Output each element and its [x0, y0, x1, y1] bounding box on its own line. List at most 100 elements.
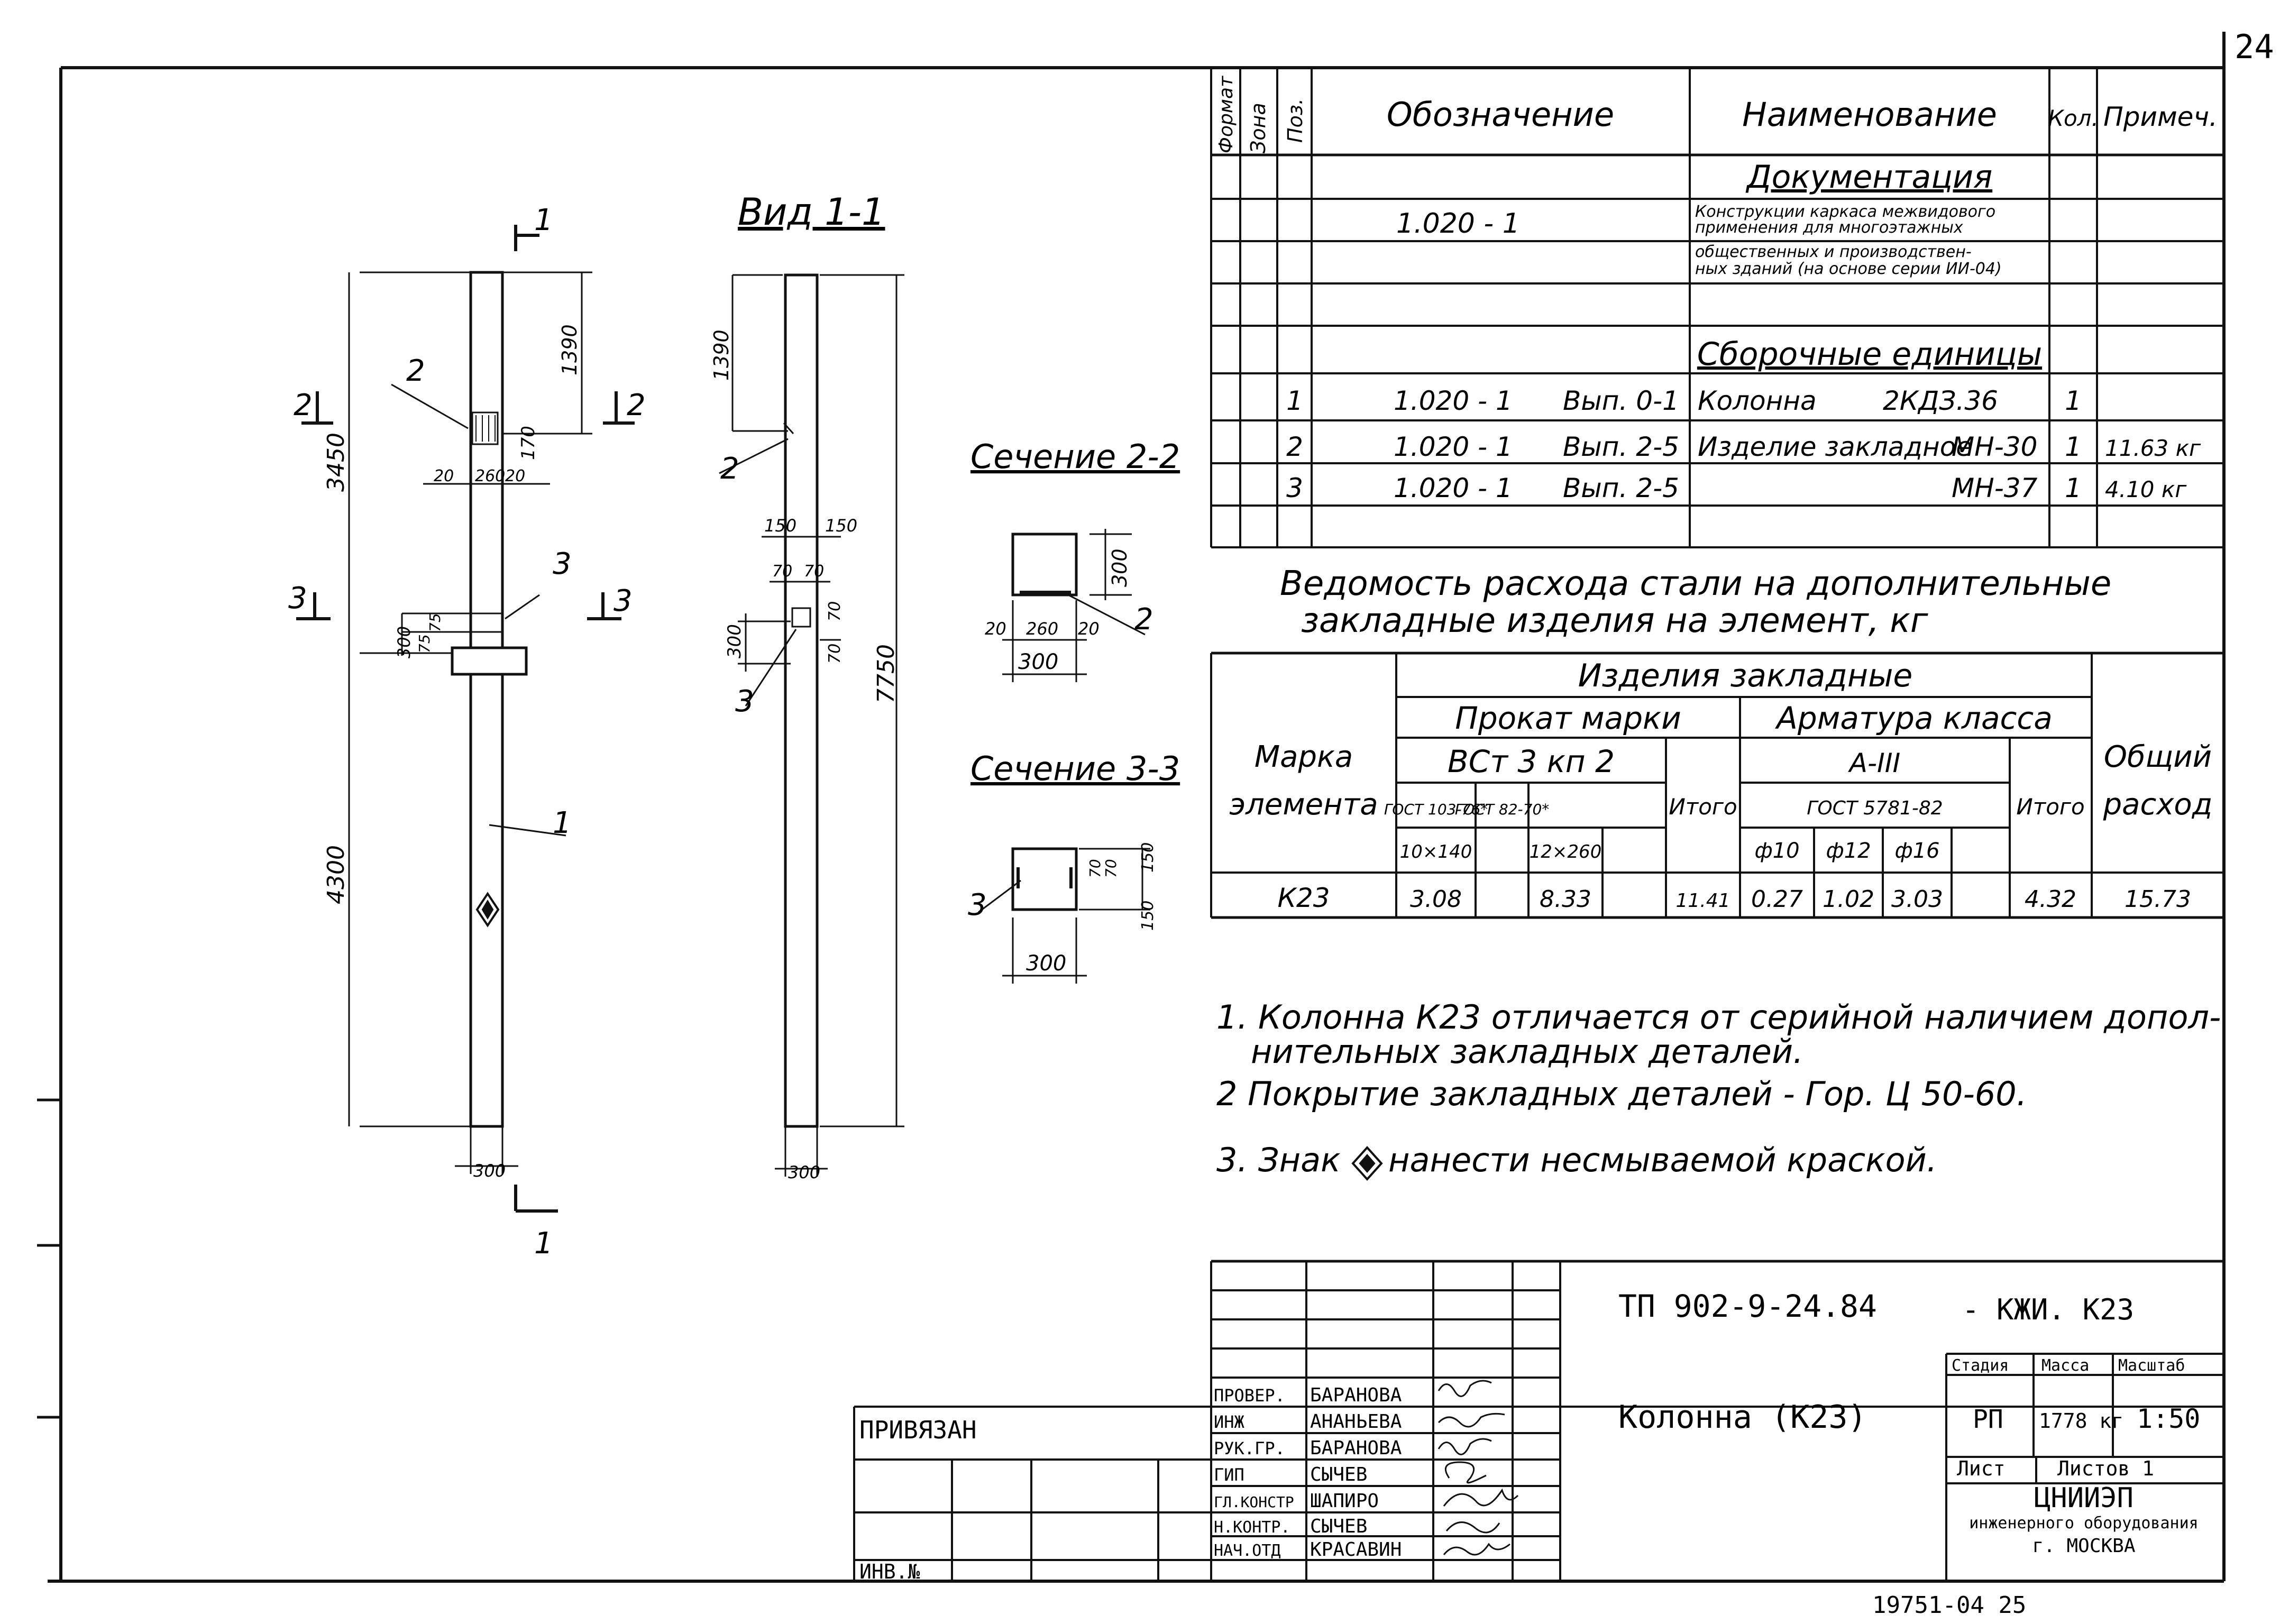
svg-text:Итого: Итого — [1669, 794, 1737, 820]
svg-text:Изделия закладные: Изделия закладные — [1578, 657, 1913, 694]
sheet-code: - КЖИ. К23 — [1962, 1293, 2134, 1326]
position-labels: 1 2 3 — [406, 354, 572, 840]
section-2-2-dims: 300 20 260 20 300 2 — [985, 548, 1153, 674]
doc-description-line: применения для многоэтажных — [1695, 218, 1963, 237]
steel-value: 1.02 — [1823, 886, 1874, 913]
svg-text:260: 260 — [475, 467, 505, 485]
spec-pos: 2 — [1286, 432, 1303, 462]
note-line: 3. Знак — [1216, 1141, 1341, 1179]
svg-text:70: 70 — [1086, 859, 1104, 878]
column-marking-sign-icon — [475, 892, 500, 928]
svg-text:20: 20 — [434, 467, 454, 485]
archive-number: 19751-04 25 — [1872, 1592, 2026, 1619]
svg-text:4300: 4300 — [323, 845, 350, 904]
spec-designation: 1.020 - 1 — [1394, 473, 1513, 503]
svg-text:1: 1 — [534, 1226, 553, 1261]
doc-description-line: ных зданий (на основе серии ИИ-04) — [1695, 260, 2002, 278]
svg-text:Арматура класса: Арматура класса — [1774, 700, 2053, 736]
person-name: КРАСАВИН — [1310, 1539, 1402, 1561]
note-line: 2 Покрытие закладных деталей - Гор. Ц 50… — [1216, 1075, 2027, 1113]
spec-issue: Вып. 0-1 — [1563, 386, 1679, 416]
role-label: Н.КОНТР. — [1214, 1518, 1290, 1537]
spec-header-format: Формат — [1215, 76, 1237, 153]
mass-value: 1778 кг — [2039, 1409, 2123, 1433]
spec-mark: МН-37 — [1952, 473, 2038, 503]
spec-row: 2 1.020 - 1 Вып. 2-5 Изделие закладное М… — [1286, 432, 2201, 462]
privyazan-label: ПРИВЯЗАН — [859, 1416, 977, 1444]
drawing-title: Колонна (К23) — [1618, 1399, 1867, 1436]
scale-value: 1:50 — [2137, 1403, 2200, 1434]
svg-text:Общий: Общий — [2104, 740, 2212, 774]
svg-text:2: 2 — [627, 388, 646, 423]
steel-value: 3.08 — [1410, 886, 1462, 913]
svg-text:3: 3 — [288, 581, 307, 616]
svg-text:Листов 1: Листов 1 — [2057, 1457, 2154, 1480]
steel-mark: К23 — [1277, 883, 1330, 913]
steel-value: 4.32 — [2025, 886, 2076, 913]
spec-table-grid — [1210, 68, 2224, 548]
svg-text:70: 70 — [826, 601, 844, 621]
spec-pos: 3 — [1286, 473, 1303, 503]
spec-note: 11.63 кг — [2105, 435, 2201, 461]
spec-issue: Вып. 2-5 — [1563, 473, 1679, 503]
role-label: ГЛ.КОНСТР — [1214, 1493, 1294, 1511]
svg-text:Лист: Лист — [1957, 1457, 2006, 1480]
svg-text:1390: 1390 — [558, 324, 581, 375]
column-elevation — [451, 271, 528, 1128]
steel-table-headers: Изделия закладные Прокат марки Арматура … — [1229, 657, 2212, 863]
section-3-3-dims: 70 70 150 150 300 3 — [968, 842, 1157, 976]
marking-sign-icon — [1351, 1146, 1383, 1181]
svg-text:150: 150 — [825, 516, 857, 536]
note-line: нительных закладных деталей. — [1251, 1032, 1803, 1071]
role-label: РУК.ГР. — [1214, 1438, 1285, 1458]
svg-text:3450: 3450 — [323, 433, 350, 492]
svg-text:300: 300 — [1018, 650, 1058, 674]
signatures — [1437, 1380, 1519, 1556]
svg-text:элемента: элемента — [1229, 787, 1378, 822]
cut-labels: 1 1 2 2 3 3 — [288, 203, 646, 1261]
view-title: Вид 1-1 — [738, 190, 885, 234]
svg-text:300: 300 — [473, 1161, 506, 1181]
svg-text:1: 1 — [553, 806, 572, 840]
svg-text:ГОСТ 5781-82: ГОСТ 5781-82 — [1807, 797, 1943, 819]
svg-text:ГОСТ 82-70*: ГОСТ 82-70* — [1455, 801, 1550, 818]
steel-table-grid — [1210, 652, 2224, 919]
svg-text:Прокат марки: Прокат марки — [1455, 700, 1681, 736]
steel-title-line2: закладные изделия на элемент, кг — [1301, 601, 1928, 640]
steel-title-line1: Ведомость расхода стали на дополнительны… — [1280, 564, 2111, 603]
svg-text:20: 20 — [985, 619, 1006, 639]
svg-text:Масса: Масса — [2041, 1356, 2089, 1375]
assembly-title: Сборочные единицы — [1697, 336, 2042, 373]
spec-qty: 1 — [2065, 386, 2082, 416]
note-line: 1. Колонна К23 отличается от серийной на… — [1216, 998, 2221, 1036]
person-name: АНАНЬЕВА — [1310, 1411, 1402, 1433]
svg-text:12×260: 12×260 — [1530, 841, 1602, 863]
svg-text:2: 2 — [1134, 602, 1153, 637]
svg-text:3: 3 — [968, 888, 987, 922]
spec-pos: 1 — [1286, 386, 1303, 416]
svg-text:20: 20 — [505, 467, 525, 485]
organization-name: ЦНИИЭП — [2034, 1482, 2134, 1514]
svg-text:170: 170 — [518, 426, 539, 460]
svg-text:300: 300 — [788, 1162, 820, 1182]
svg-text:ГОСТ 103-76*: ГОСТ 103-76* — [1384, 801, 1488, 818]
spec-mark: МН-30 — [1952, 432, 2037, 462]
spec-qty: 1 — [2065, 432, 2082, 462]
svg-text:150: 150 — [1139, 901, 1157, 931]
project-code: ТП 902-9-24.84 — [1618, 1288, 1877, 1324]
svg-text:300: 300 — [394, 626, 414, 658]
svg-text:300: 300 — [1026, 951, 1066, 976]
stage-value: РП — [1973, 1405, 2003, 1434]
svg-text:ф12: ф12 — [1826, 839, 1871, 863]
column-side-view — [783, 273, 819, 1128]
role-label: ПРОВЕР. — [1214, 1386, 1285, 1406]
spec-designation: 1.020 - 1 — [1394, 386, 1513, 416]
side-dimension-lines — [719, 274, 904, 1177]
role-label: ГИП — [1214, 1465, 1244, 1485]
steel-value: 11.41 — [1675, 890, 1730, 912]
section-2-2-title: Сечение 2-2 — [970, 437, 1180, 476]
cut-marks — [296, 225, 635, 1213]
side-dimension-text: 1390 7750 300 300 150 150 70 70 70 70 — [710, 329, 900, 1182]
svg-text:1: 1 — [534, 203, 553, 237]
